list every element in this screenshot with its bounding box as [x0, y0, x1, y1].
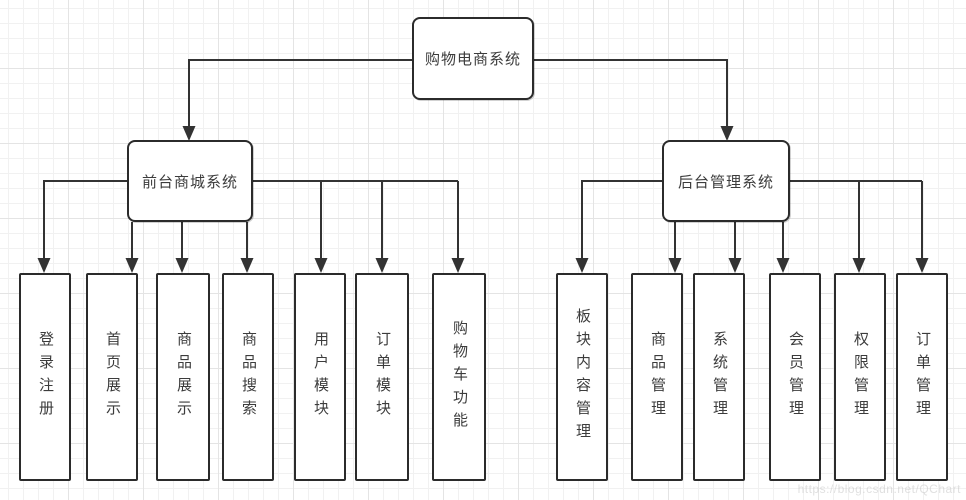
node-product-mgmt: 商品管理	[631, 273, 683, 481]
node-label: 权限管理	[852, 331, 869, 423]
node-system-mgmt: 系统管理	[693, 273, 745, 481]
arrowhead	[915, 258, 929, 273]
node-label: 商品展示	[175, 331, 192, 423]
arrowhead	[175, 258, 189, 273]
node-root-shopping-ecommerce-system: 购物电商系统	[412, 17, 534, 100]
arrowhead	[852, 258, 866, 273]
node-order-mgmt: 订单管理	[896, 273, 948, 481]
connector-root-to-backend	[534, 59, 728, 127]
arrowhead	[728, 258, 742, 273]
node-order-module: 订单模块	[355, 273, 409, 481]
node-label: 前台商城系统	[141, 173, 238, 191]
arrowhead	[37, 258, 51, 273]
node-login-register: 登录注册	[19, 273, 71, 481]
arrowhead	[668, 258, 682, 273]
arrowhead	[720, 126, 734, 141]
node-label: 购物车功能	[451, 319, 468, 435]
node-product-search: 商品搜索	[222, 273, 274, 481]
node-product-display: 商品展示	[156, 273, 210, 481]
arrowhead	[375, 258, 389, 273]
node-label: 板块内容管理	[574, 308, 591, 446]
node-permission-mgmt: 权限管理	[834, 273, 886, 481]
arrowhead	[182, 126, 196, 141]
node-label: 购物电商系统	[424, 51, 521, 68]
node-backend-admin-system: 后台管理系统	[662, 140, 790, 222]
node-label: 商品管理	[649, 331, 666, 423]
arrowhead	[776, 258, 790, 273]
node-label: 会员管理	[787, 331, 804, 423]
connector-backend-section-content	[581, 180, 662, 259]
node-member-mgmt: 会员管理	[769, 273, 821, 481]
node-label: 订单管理	[914, 331, 931, 423]
node-label: 后台管理系统	[677, 173, 774, 191]
node-frontend-mall-system: 前台商城系统	[127, 140, 253, 222]
watermark-url: https://blog.csdn.net/QChart	[797, 482, 961, 496]
node-cart-function: 购物车功能	[432, 273, 486, 481]
arrowhead	[125, 258, 139, 273]
node-homepage-display: 首页展示	[86, 273, 138, 481]
node-user-module: 用户模块	[294, 273, 346, 481]
node-label: 系统管理	[711, 331, 728, 423]
connector-frontend-login	[43, 180, 127, 259]
arrowhead	[240, 258, 254, 273]
arrowhead	[314, 258, 328, 273]
node-label: 用户模块	[312, 331, 329, 423]
node-label: 商品搜索	[240, 331, 257, 423]
node-label: 登录注册	[37, 331, 54, 423]
arrowhead	[575, 258, 589, 273]
connector-root-to-frontend	[188, 59, 412, 127]
node-label: 订单模块	[374, 331, 391, 423]
arrowhead	[451, 258, 465, 273]
node-label: 首页展示	[104, 331, 121, 423]
node-section-content-mgmt: 板块内容管理	[556, 273, 608, 481]
